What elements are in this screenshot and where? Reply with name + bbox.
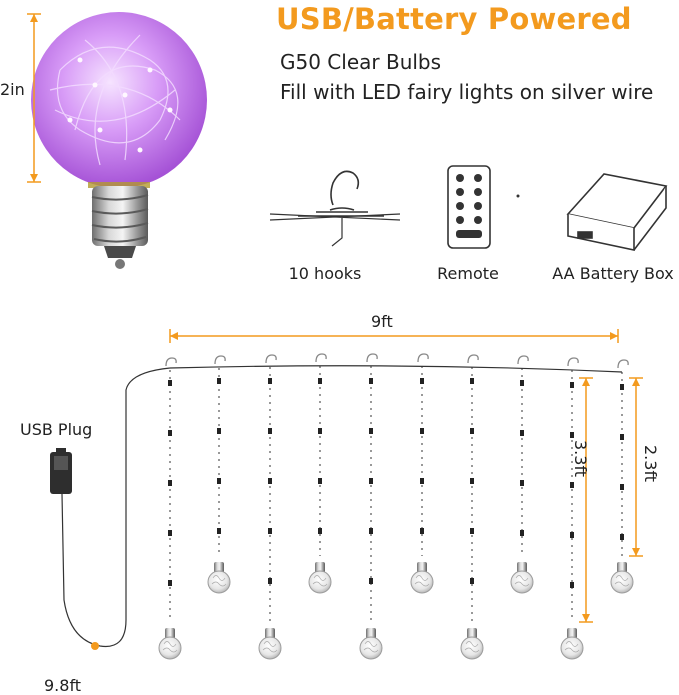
curtain-hooks	[165, 353, 629, 369]
curtain-top-wire	[61, 365, 623, 648]
remote-caption: Remote	[437, 264, 499, 283]
hanger-hook-icon	[269, 170, 401, 247]
short-drop-label: 2.3ft	[641, 445, 660, 483]
bulb-height-dimension-line	[27, 13, 41, 183]
battery-box-icon	[566, 173, 668, 251]
long-drop-label: 3.3ft	[571, 440, 590, 478]
page-title: USB/Battery Powered	[276, 2, 632, 36]
remote-control-icon	[447, 165, 520, 249]
bulb-height-label: 2in	[0, 80, 25, 99]
hooks-caption: 10 hooks	[288, 264, 362, 283]
led-beads	[168, 378, 624, 588]
light-strands	[169, 366, 623, 622]
bulb-type-text: G50 Clear Bulbs	[280, 50, 442, 74]
lead-length-label: 9.8ft	[44, 676, 82, 695]
bulb-image	[31, 12, 207, 269]
usb-plug-icon	[50, 448, 72, 494]
curtain-width-label: 9ft	[371, 312, 393, 331]
mini-bulbs	[158, 561, 634, 660]
cable-marker	[91, 642, 99, 650]
curtain-width-dimension-line	[169, 329, 619, 343]
usb-plug-label: USB Plug	[20, 420, 93, 439]
fill-description-text: Fill with LED fairy lights on silver wir…	[280, 80, 654, 104]
battery-box-caption: AA Battery Box	[552, 264, 674, 283]
drop-dimension-lines	[579, 377, 643, 623]
